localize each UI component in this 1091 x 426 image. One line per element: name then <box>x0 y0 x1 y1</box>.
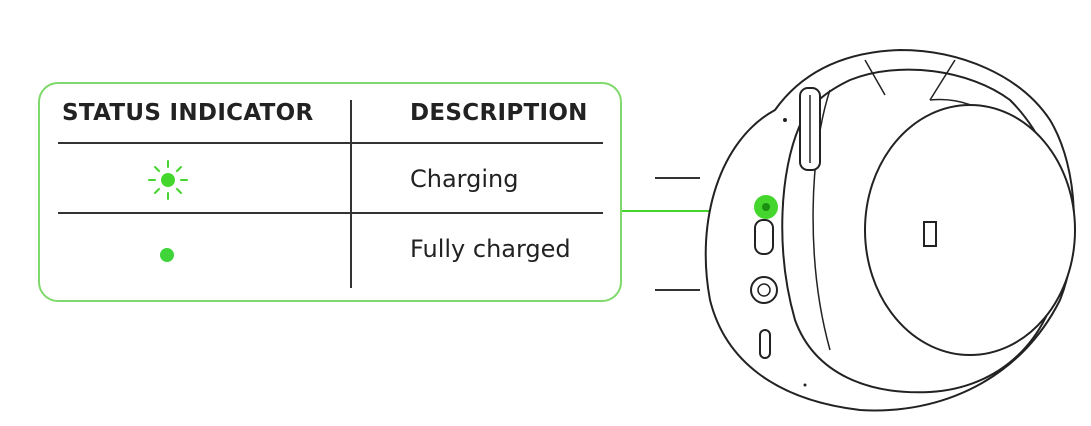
headset-earcup-illustration <box>622 48 1076 412</box>
description-charging: Charging <box>410 165 519 193</box>
table-divider-row <box>58 212 603 214</box>
solid-green-led-icon <box>160 248 174 262</box>
blinking-green-led-icon <box>148 160 188 200</box>
header-status-indicator: STATUS INDICATOR <box>62 100 314 126</box>
table-column-divider <box>350 100 352 288</box>
status-legend-box <box>38 82 622 302</box>
table-divider-header <box>58 142 603 144</box>
description-fully-charged: Fully charged <box>410 235 571 263</box>
header-description: DESCRIPTION <box>410 100 588 126</box>
